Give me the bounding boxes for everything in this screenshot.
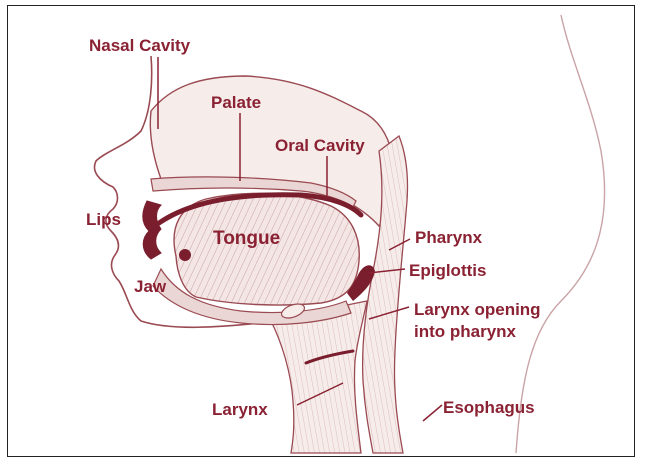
label-jaw: Jaw [134, 277, 167, 296]
label-larynx: Larynx [212, 400, 268, 419]
diagram-frame: Nasal Cavity Palate Oral Cavity Lips Ton… [7, 5, 635, 457]
label-pharynx: Pharynx [415, 228, 483, 247]
lips-shape [143, 201, 161, 259]
label-larynx-opening-line2: into pharynx [414, 322, 517, 341]
tongue-shape [174, 193, 359, 305]
tongue-tip [179, 249, 191, 261]
label-tongue: Tongue [213, 228, 280, 249]
neck-back-outline [516, 15, 605, 453]
label-palate: Palate [211, 93, 261, 112]
label-nasal-cavity: Nasal Cavity [89, 36, 191, 55]
label-larynx-opening-line1: Larynx opening [414, 300, 541, 319]
label-esophagus: Esophagus [443, 398, 535, 417]
anatomy-diagram: Nasal Cavity Palate Oral Cavity Lips Ton… [8, 6, 635, 457]
pointer-esophagus [423, 405, 442, 421]
label-oral-cavity: Oral Cavity [275, 136, 365, 155]
label-lips: Lips [86, 210, 121, 229]
label-epiglottis: Epiglottis [409, 261, 486, 280]
